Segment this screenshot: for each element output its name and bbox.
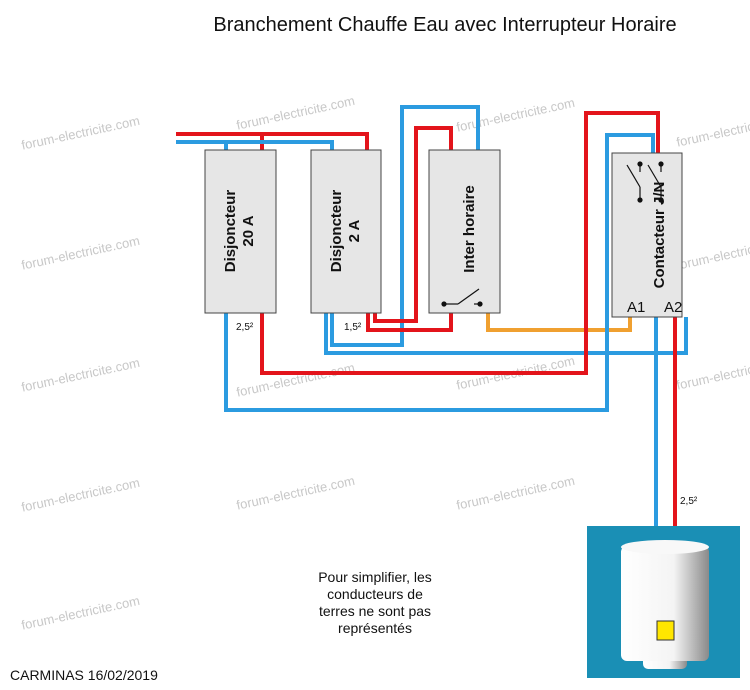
timer-phase-supply-wire	[373, 126, 453, 323]
note-line: Pour simplifier, les	[318, 569, 432, 585]
contactor-label: Contacteur J/N	[651, 181, 668, 289]
diagram-title: Branchement Chauffe Eau avec Interrupteu…	[213, 14, 677, 36]
note-line: terres ne sont pas	[318, 603, 432, 619]
timer-switch-box	[428, 149, 501, 314]
water-heater-icon	[621, 540, 709, 669]
breaker-20a-name: Disjoncteur	[222, 189, 239, 273]
power-phase-wire	[260, 111, 660, 375]
supply-neutral-wire	[176, 140, 334, 150]
timer-phase-in-wire	[366, 313, 453, 332]
wire-section-label: 2,5²	[680, 496, 698, 507]
breaker-20a-rating: 20 A	[240, 215, 257, 247]
switch-symbol-icon	[441, 288, 483, 307]
wire-section-label: 1,5²	[344, 322, 362, 333]
author-credit: CARMINAS 16/02/2019	[10, 667, 158, 683]
control-wire	[486, 313, 632, 332]
breaker-2a-box	[310, 149, 382, 314]
contactor-box	[611, 152, 683, 318]
a2-neutral-wire	[324, 313, 688, 355]
timer-switch-label: Inter horaire	[461, 185, 478, 273]
breaker-20a-box	[204, 149, 277, 314]
wire-section-label: 2,5²	[236, 322, 254, 333]
supply-phase-wire	[176, 132, 369, 150]
terminal-a2: A2	[664, 299, 683, 316]
power-neutral-wire	[224, 133, 655, 412]
note-text: Pour simplifier, les conducteurs de terr…	[295, 569, 455, 637]
terminal-a1: A1	[627, 299, 646, 316]
contactor-contacts-icon	[626, 161, 664, 203]
note-line: conducteurs de	[327, 586, 423, 602]
breaker-2a-label: Disjoncteur 2 A	[328, 181, 364, 281]
breaker-20a-label: Disjoncteur 20 A	[222, 181, 258, 281]
breaker-2a-name: Disjoncteur	[328, 189, 345, 273]
breaker-2a-rating: 2 A	[346, 219, 363, 243]
timer-neutral-wire	[330, 105, 480, 347]
note-line: représentés	[338, 620, 412, 636]
